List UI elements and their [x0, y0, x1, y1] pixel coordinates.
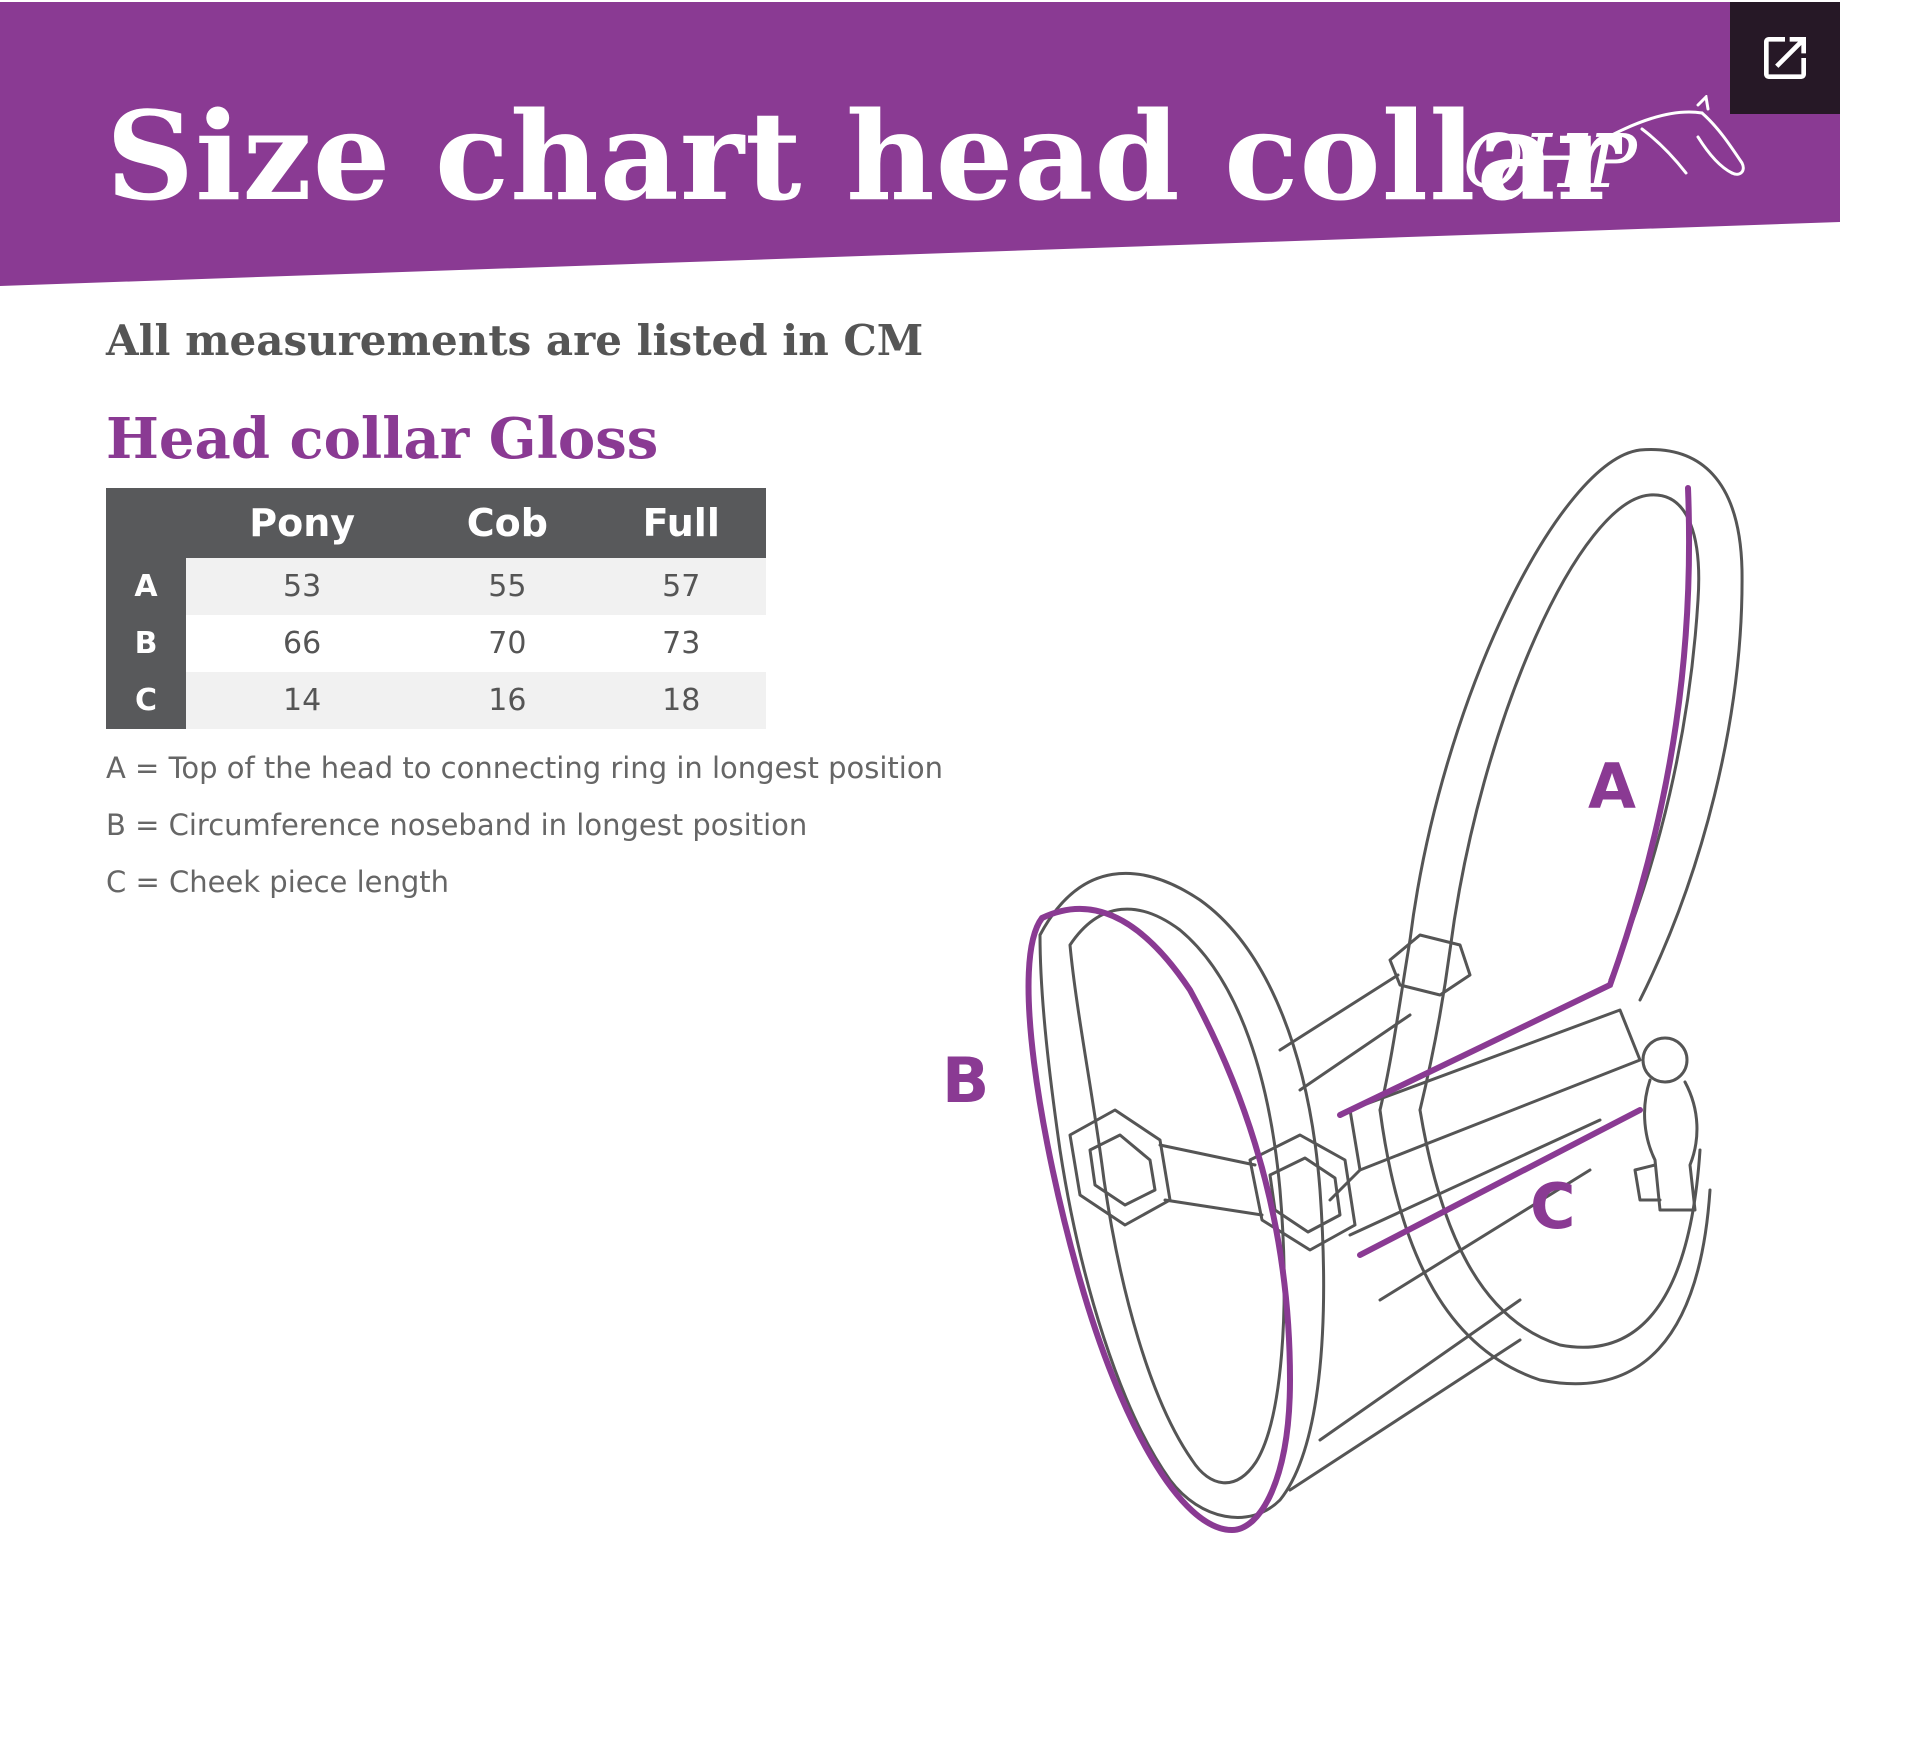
page-title: Size chart head collar	[106, 84, 1622, 228]
open-external-button[interactable]	[1730, 2, 1840, 114]
header-banner	[0, 2, 1840, 286]
measurement-lines	[1025, 485, 1693, 1534]
table-row: C 14 16 18	[106, 672, 766, 729]
size-table: Pony Cob Full A 53 55 57 B 66 70 73 C 14…	[106, 488, 766, 729]
measurement-legend: A = Top of the head to connecting ring i…	[106, 740, 943, 911]
table-row: A 53 55 57	[106, 558, 766, 615]
row-label-a: A	[106, 558, 186, 615]
section-title: Head collar Gloss	[106, 406, 659, 472]
column-header-cob: Cob	[418, 488, 597, 558]
table-cell: 73	[596, 615, 766, 672]
table-row: B 66 70 73	[106, 615, 766, 672]
row-label-c: C	[106, 672, 186, 729]
column-header-pony: Pony	[186, 488, 419, 558]
table-cell: 57	[596, 558, 766, 615]
table-cell: 70	[418, 615, 597, 672]
column-header-full: Full	[596, 488, 766, 558]
svg-text:QHP: QHP	[1462, 119, 1638, 205]
legend-item-a: A = Top of the head to connecting ring i…	[106, 751, 943, 785]
measurement-line-b	[1025, 905, 1294, 1534]
table-cell: 66	[186, 615, 419, 672]
head-collar-diagram: A B C	[942, 448, 1744, 1534]
table-cell: 55	[418, 558, 597, 615]
table-cell: 16	[418, 672, 597, 729]
head-collar-outline	[1038, 448, 1744, 1519]
units-note: All measurements are listed in CM	[106, 316, 924, 365]
row-label-b: B	[106, 615, 186, 672]
table-header-row: Pony Cob Full	[106, 488, 766, 558]
measurement-line-c	[1357, 1107, 1643, 1258]
diagram-label-b: B	[942, 1044, 989, 1117]
table-cell: 53	[186, 558, 419, 615]
diagram-label-c: C	[1530, 1170, 1576, 1243]
table-cell: 14	[186, 672, 419, 729]
qhp-logo: QHP	[1462, 95, 1745, 205]
table-cell: 18	[596, 672, 766, 729]
legend-item-c: C = Cheek piece length	[106, 865, 450, 899]
legend-item-b: B = Circumference noseband in longest po…	[106, 808, 808, 842]
horse-head-icon	[1610, 95, 1745, 176]
measurement-line-a	[1337, 485, 1693, 1118]
open-external-icon	[1764, 37, 1806, 79]
diagram-label-a: A	[1588, 750, 1636, 823]
table-corner	[106, 488, 186, 558]
